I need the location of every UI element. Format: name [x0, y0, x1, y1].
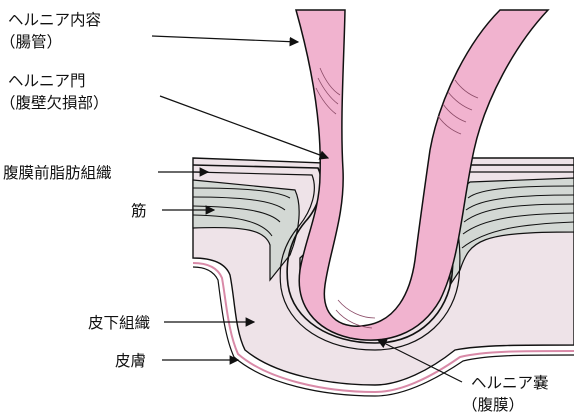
label-subcutaneous: 皮下組織	[88, 314, 150, 332]
label-skin: 皮膚	[115, 352, 146, 370]
label-hernia-sac-1: ヘルニア嚢	[471, 374, 549, 392]
label-hernia-gate-1: ヘルニア門	[8, 72, 86, 90]
label-hernia-gate-2: （腹壁欠損部）	[0, 94, 109, 112]
label-hernia-contents-2: （腸管）	[0, 33, 62, 51]
label-preperitoneal-fat: 腹膜前脂肪組織	[3, 164, 112, 182]
label-hernia-sac-2: （腹膜）	[462, 396, 524, 414]
label-muscle: 筋	[131, 202, 147, 220]
label-hernia-contents-1: ヘルニア内容	[8, 11, 101, 29]
